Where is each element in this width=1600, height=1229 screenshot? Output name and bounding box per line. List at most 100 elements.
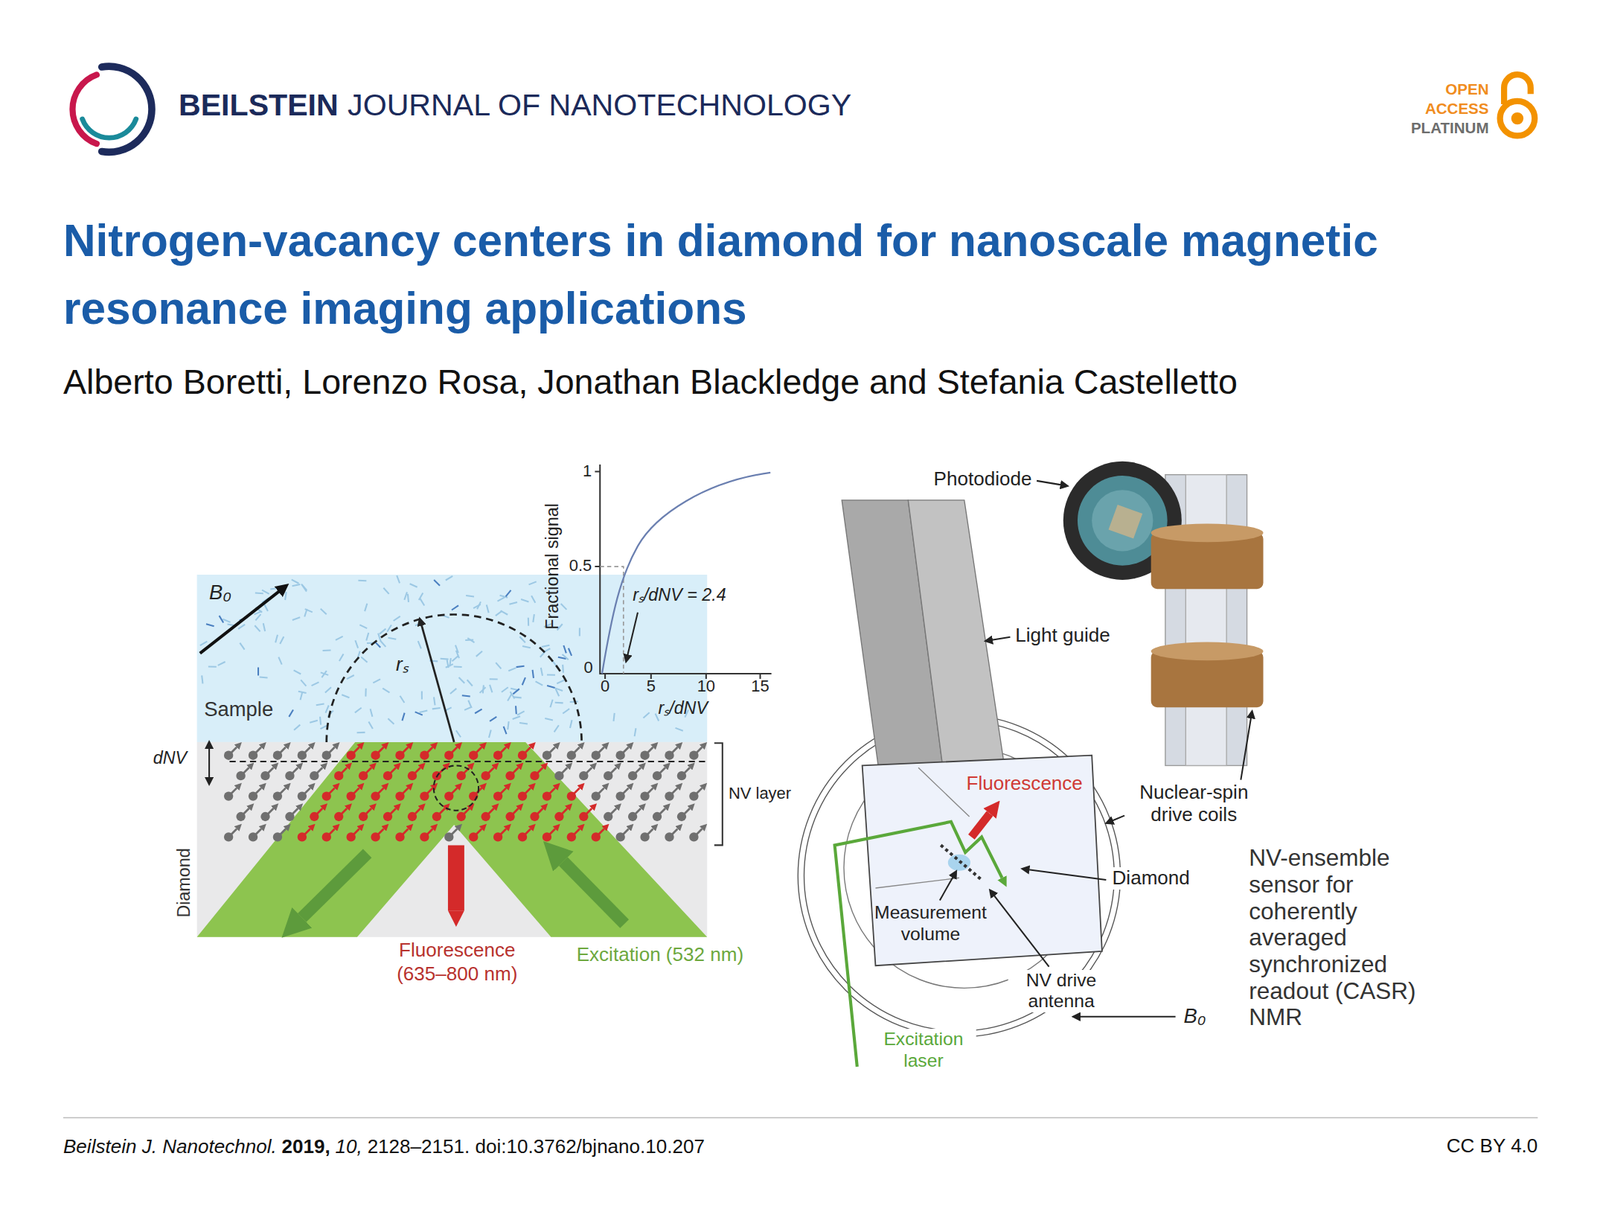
part-label: NV drive antenna	[1008, 969, 1115, 1013]
spin-dot	[481, 770, 491, 780]
spin-dot	[689, 832, 699, 841]
molecule-dash	[509, 602, 518, 605]
spin-dot	[235, 770, 245, 780]
excitation-label: Excitation (532 nm)	[576, 943, 744, 966]
molecule-dash	[387, 718, 394, 724]
molecule-dash	[354, 707, 362, 713]
tick-label: 0	[583, 657, 593, 677]
spin-dot	[419, 750, 429, 760]
spin-dot	[591, 750, 601, 760]
spin-dot	[432, 811, 442, 821]
spin-dot	[664, 791, 674, 800]
drawing-part	[421, 624, 454, 742]
open-access-lock	[1500, 74, 1536, 136]
field-label: B₀	[1184, 1003, 1207, 1028]
spin-dot	[689, 750, 699, 760]
badge-text: OPEN	[1445, 80, 1489, 99]
molecule-dash	[300, 679, 306, 686]
drawing-part	[797, 714, 1120, 1037]
spin-dot	[248, 750, 258, 760]
molecule-dash	[486, 605, 489, 614]
molecule-dash	[532, 669, 534, 678]
molecule-dash	[467, 679, 473, 686]
molecule-dash	[529, 581, 537, 585]
molecule-dash	[320, 716, 321, 725]
molecule-dash	[464, 706, 472, 710]
molecule-dash	[311, 681, 320, 686]
molecule-dash	[561, 603, 568, 610]
molecule-dash	[467, 637, 475, 643]
drawing-part	[563, 861, 625, 924]
molecule-dash	[208, 666, 217, 668]
drawing-part	[1151, 523, 1264, 542]
drawing-part	[1511, 112, 1524, 125]
molecule-dash	[238, 624, 245, 629]
drawing-part	[1185, 474, 1227, 766]
spin-dot	[603, 811, 613, 821]
molecule-dash	[364, 603, 367, 611]
spin-dot	[370, 832, 380, 841]
spin-dot	[567, 791, 576, 800]
drawing-part	[599, 464, 771, 674]
molecule-dash	[433, 579, 440, 586]
spin-dot	[407, 770, 417, 780]
spin-dot	[567, 750, 576, 760]
molecule-dash	[364, 688, 367, 697]
spin-dot	[493, 791, 503, 800]
molecule-dash	[451, 605, 459, 610]
emission-label: Fluorescence (635–800 nm)	[380, 938, 534, 986]
spin-dot	[578, 811, 588, 821]
molecule-dash	[555, 688, 560, 696]
molecule-dash	[278, 657, 282, 665]
molecule-dash	[378, 633, 381, 641]
molecule-dash	[293, 724, 300, 731]
citation-part: Beilstein J. Nanotechnol.	[63, 1134, 277, 1158]
spin-dot	[407, 811, 417, 821]
molecule-dash	[279, 636, 284, 644]
molecule-dash	[456, 730, 461, 737]
molecule-dash	[261, 590, 270, 594]
molecule-dash	[562, 708, 570, 713]
signal-chart	[594, 464, 771, 679]
spin-dot	[346, 750, 356, 760]
drawing-part	[862, 755, 1103, 966]
spin-dot	[260, 770, 270, 780]
molecule-dash	[393, 616, 401, 621]
spin-dot	[444, 791, 454, 800]
molecule-dash	[519, 722, 528, 724]
molecule-dash	[325, 705, 329, 713]
spin-dot	[578, 770, 588, 780]
molecule-dash	[445, 576, 453, 581]
spin-dot	[554, 770, 564, 780]
molecule-dash	[556, 680, 565, 684]
molecule-dash	[541, 645, 550, 647]
molecule-dash	[508, 667, 516, 671]
drawing-part	[197, 741, 708, 937]
axis-title: rₛ/dNV	[657, 698, 708, 719]
drawing-part	[302, 852, 368, 917]
drawing-part	[1112, 815, 1125, 821]
drawing-part	[940, 844, 982, 880]
molecule-dash	[354, 640, 358, 648]
chart-annotation: rₛ/dNV = 2.4	[632, 584, 727, 606]
spin-dot	[273, 791, 283, 800]
molecule-dash	[497, 596, 505, 601]
molecule-dash	[293, 669, 302, 674]
spin-dot	[248, 791, 258, 800]
molecule-dash	[555, 701, 564, 704]
molecule-dash	[388, 637, 397, 640]
molecule-dash	[554, 724, 559, 732]
spin-dot	[640, 791, 649, 800]
left-figure	[197, 574, 723, 937]
drawing-part	[971, 813, 990, 838]
diamond-band: Diamond	[197, 741, 708, 937]
part-label: Measurement volume	[869, 901, 992, 946]
molecule-dash	[568, 648, 572, 656]
molecule-dash	[270, 587, 279, 590]
molecule-dash	[420, 598, 425, 606]
molecule-dash	[404, 591, 408, 600]
spin-dot	[517, 750, 527, 760]
molecule-dash	[535, 680, 544, 685]
molecule-dash	[507, 693, 512, 701]
drawing-part	[803, 720, 1115, 1031]
